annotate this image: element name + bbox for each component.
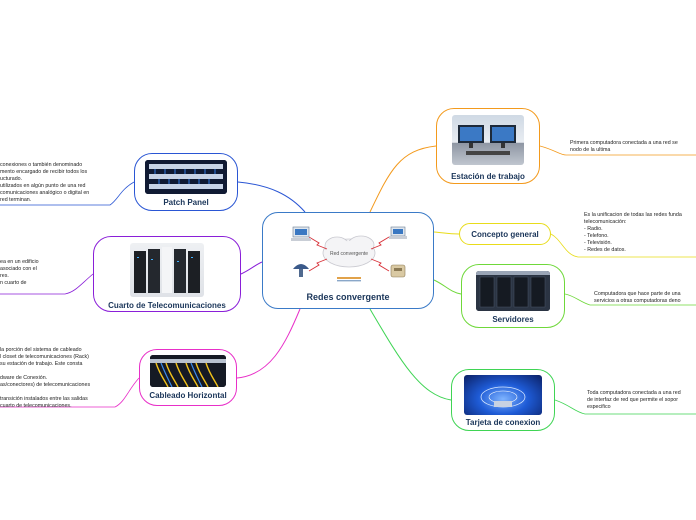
laptop-icon — [389, 226, 407, 239]
central-topic[interactable]: Red convergente Redes convergente — [262, 212, 434, 309]
servidores-description: Computadora que hace parte de una servic… — [594, 291, 681, 304]
cabling-image — [150, 355, 226, 387]
topic-patch-panel[interactable]: Patch Panel — [134, 153, 238, 211]
cloud-icon — [322, 235, 376, 268]
patch-title: Patch Panel — [163, 198, 209, 207]
servidores-title: Servidores — [492, 315, 534, 324]
patch-description: conexiones o también denominado mento en… — [0, 162, 90, 203]
cableado-title: Cableado Horizontal — [149, 391, 227, 400]
cuarto-description: ea en un edificio asociado con el res. n… — [0, 259, 39, 286]
link-tarjeta — [369, 308, 452, 401]
computer-icon — [291, 226, 311, 241]
link-cuarto-desc — [0, 273, 94, 295]
link-patch-desc — [0, 181, 135, 206]
topic-cuarto-de-telecomunicaciones[interactable]: Cuarto de Telecomunicaciones — [93, 236, 241, 312]
patch-panel-image — [145, 160, 227, 194]
satellite-dish-icon — [293, 264, 309, 277]
topic-cableado-horizontal[interactable]: Cableado Horizontal — [139, 349, 237, 406]
link-cableado — [236, 308, 301, 379]
topic-concepto-general[interactable]: Concepto general — [459, 223, 551, 245]
cuarto-title: Cuarto de Telecomunicaciones — [108, 301, 226, 310]
link-concepto — [433, 231, 460, 235]
phone-icon — [390, 264, 406, 278]
topic-tarjeta-de-conexion[interactable]: Tarjeta de conexion — [451, 369, 555, 431]
telecom-room-image — [130, 243, 204, 297]
link-servidores-desc — [564, 293, 696, 306]
link-estacion-desc — [539, 145, 696, 156]
network-card-image — [464, 375, 542, 415]
link-concepto-desc — [550, 233, 696, 258]
link-servidores — [433, 279, 462, 295]
tarjeta-title: Tarjeta de conexion — [465, 418, 541, 427]
concepto-title: Concepto general — [471, 230, 539, 239]
workstation-image — [452, 115, 524, 165]
topic-estacion-de-trabajo[interactable]: Estación de trabajo — [436, 108, 540, 184]
logo-strip — [337, 277, 361, 282]
estacion-title: Estación de trabajo — [451, 172, 525, 181]
topic-servidores[interactable]: Servidores — [461, 264, 565, 328]
central-title: Redes convergente — [306, 292, 390, 302]
cloud-label: Red convergente — [330, 251, 368, 257]
link-cuarto — [240, 261, 263, 275]
link-estacion — [369, 145, 437, 213]
cableado-description: la porción del sistema de cableado l clo… — [0, 347, 91, 409]
concepto-description: Es la unificacion de todas las redes fun… — [584, 212, 682, 253]
estacion-description: Primera computadora conectada a una red … — [570, 140, 678, 153]
tarjeta-description: Toda computadora conectada a una red de … — [587, 390, 681, 410]
link-tarjeta-desc — [554, 399, 696, 415]
network-illustration: Red convergente — [291, 226, 407, 282]
link-cableado-desc — [0, 377, 140, 408]
link-patch — [237, 181, 306, 213]
servers-image — [476, 271, 550, 311]
